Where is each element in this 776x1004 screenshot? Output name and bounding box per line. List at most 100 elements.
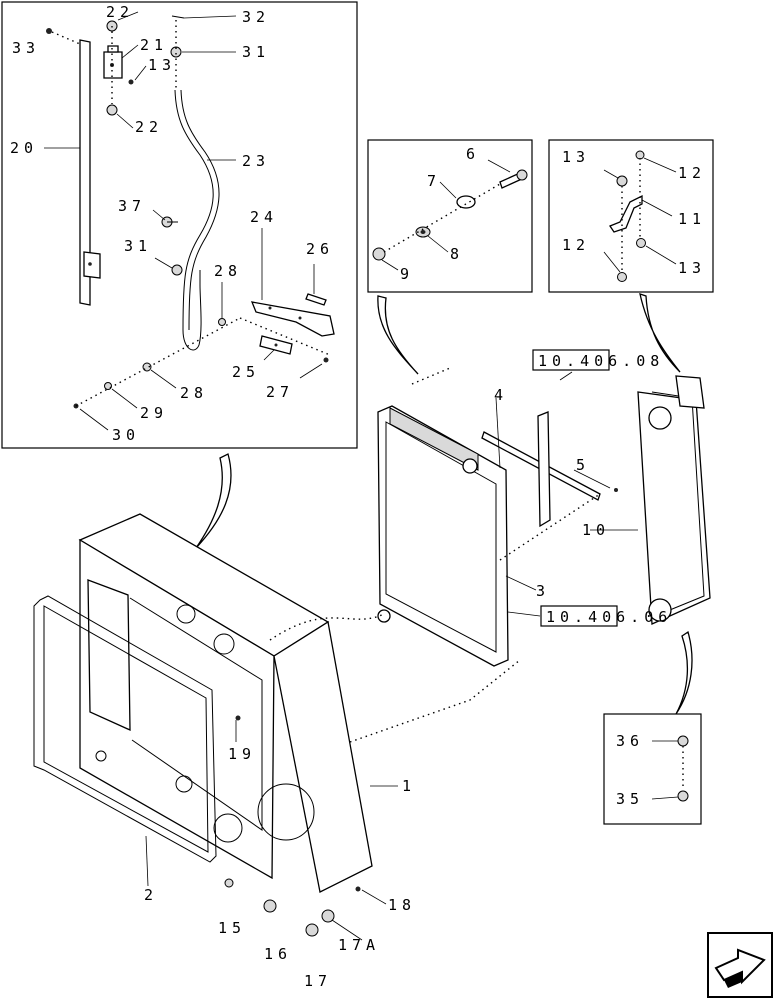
part-nut-36 [677, 735, 689, 747]
part-rod-23 [174, 89, 220, 351]
part-8-hole [420, 230, 426, 234]
part-bolt-12b [617, 272, 627, 282]
part-frame-1 [78, 513, 373, 893]
detail-box-mount [367, 139, 533, 293]
part-nut-16 [263, 899, 277, 913]
leader-8 [427, 235, 449, 253]
callout-32: 32 [242, 8, 270, 26]
part-intercooler-10 [637, 375, 711, 625]
detail-box-brackets [1, 1, 358, 449]
reference-box-bottom [540, 605, 618, 627]
callout-26: 26 [306, 240, 334, 258]
callout-10: 10 [582, 521, 610, 539]
callout-19: 19 [228, 745, 256, 763]
callout-25: 25 [232, 363, 260, 381]
swoosh-arrow-d [675, 630, 693, 715]
callout-1: 1 [402, 777, 416, 795]
reference-top: 10.406.08 [538, 352, 664, 370]
part-washer-31a [170, 46, 182, 58]
callout-11: 11 [678, 210, 706, 228]
routing-line-c [499, 493, 601, 561]
callout-31b: 31 [124, 237, 152, 255]
callout-15: 15 [218, 919, 246, 937]
reference-box-top [532, 349, 610, 371]
part-nut-15 [224, 878, 234, 888]
part-nut-22b [106, 104, 118, 116]
part-nut-17a [321, 909, 335, 923]
part-nut-13c [636, 238, 646, 248]
callout-35: 35 [616, 790, 644, 808]
part-washer-29 [104, 382, 112, 390]
part-13-dot [128, 79, 134, 85]
part-washer-28a [218, 318, 226, 326]
callout-29: 29 [140, 404, 168, 422]
callout-22a: 22 [106, 3, 134, 21]
part-screw-5 [614, 488, 618, 492]
callout-22b: 22 [135, 118, 163, 136]
part-screw-27 [323, 357, 329, 363]
callout-30: 30 [112, 426, 140, 444]
callout-37: 37 [118, 197, 146, 215]
leader-9 [381, 259, 399, 271]
callout-28b: 28 [180, 384, 208, 402]
callout-36: 36 [616, 732, 644, 750]
swoosh-arrow-a [195, 453, 232, 549]
callout-33: 33 [12, 39, 40, 57]
callout-2: 2 [144, 886, 158, 904]
part-screw-33 [46, 28, 52, 34]
swoosh-arrow-c [639, 293, 681, 373]
leader-12a [643, 157, 677, 173]
part-gasket-2 [33, 595, 217, 863]
callout-23: 23 [242, 152, 270, 170]
callout-20: 20 [10, 139, 38, 157]
next-page-arrow-icon[interactable] [707, 932, 773, 998]
assembly-line-f [383, 183, 501, 253]
leader-11 [641, 199, 673, 217]
leader-13c [645, 245, 677, 265]
callout-16: 16 [264, 945, 292, 963]
callout-18: 18 [388, 896, 416, 914]
swoosh-arrow-b [377, 295, 419, 375]
leader-12b [603, 251, 621, 273]
part-nut-13b [616, 175, 628, 187]
leaders-box-a [44, 11, 323, 431]
leader-13b [603, 169, 619, 179]
callout-13a: 13 [148, 56, 176, 74]
part-bolt-35 [677, 790, 689, 802]
reference-bottom: 10.406.06 [546, 608, 672, 626]
callout-3: 3 [536, 582, 550, 600]
part-bracket-4 [481, 411, 601, 528]
leader-7 [439, 181, 457, 199]
callout-13c: 13 [678, 259, 706, 277]
part-latch-24 [250, 301, 335, 337]
detail-box-lower [603, 713, 702, 825]
callout-8: 8 [450, 245, 464, 263]
part-screw-19 [235, 715, 241, 721]
part-pin-26 [305, 293, 327, 306]
leader-35 [651, 796, 679, 800]
part-bolt-6 [499, 169, 528, 189]
callout-12a: 12 [678, 164, 706, 182]
callout-4: 4 [494, 386, 508, 404]
callout-6: 6 [466, 145, 480, 163]
part-washer-7 [456, 195, 476, 209]
routing-line-b [349, 659, 521, 743]
callout-7: 7 [427, 172, 441, 190]
part-nut-17 [305, 923, 319, 937]
callout-31a: 31 [242, 43, 270, 61]
part-bolt-12a [635, 150, 645, 160]
callout-17a: 17A [338, 936, 380, 954]
routing-line-d [411, 367, 451, 385]
assembly-line-d [75, 317, 241, 407]
leader-6 [487, 159, 511, 173]
part-washer-31b [171, 264, 183, 276]
callout-5: 5 [576, 456, 590, 474]
callout-13b: 13 [562, 148, 590, 166]
callout-24: 24 [250, 208, 278, 226]
part-pin-32 [171, 15, 185, 19]
callout-28a: 28 [214, 262, 242, 280]
part-bar-20 [79, 39, 101, 306]
part-clip-25 [259, 335, 293, 355]
